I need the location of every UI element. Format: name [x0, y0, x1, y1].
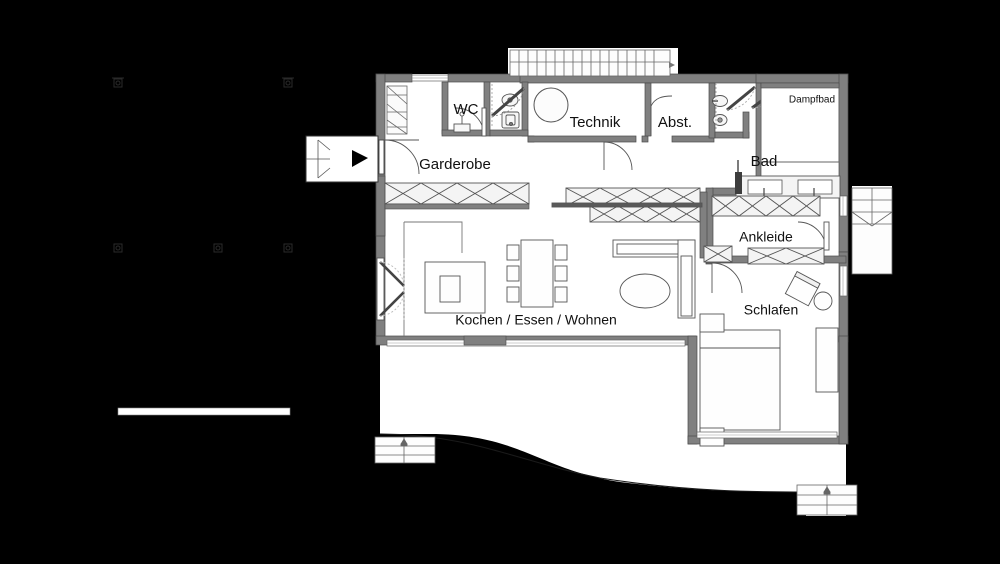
stairs-exterior-bottom-left [374, 436, 436, 464]
room-labels: Garderobe WC Technik Abst. Dampfbad Bad … [419, 95, 835, 328]
living-french-doors[interactable] [376, 257, 405, 321]
room-label-dampfbad: Dampfbad [789, 95, 835, 106]
wc-door[interactable] [455, 107, 487, 137]
stairs-exterior-bottom-right [796, 484, 858, 516]
technik-door[interactable] [603, 141, 633, 171]
technik-equipment [533, 87, 569, 123]
entry-arrow-icon [352, 150, 368, 167]
bath-lobby-fixtures [712, 83, 728, 130]
room-garderobe [384, 85, 530, 210]
registration-marks [112, 77, 294, 253]
room-label-wc: WC [454, 101, 479, 118]
windows [386, 74, 848, 439]
ankleide-door[interactable] [797, 221, 830, 251]
schlafen-furniture [699, 270, 839, 447]
room-label-schlafen: Schlafen [744, 302, 798, 318]
bad-vanity [735, 160, 841, 199]
living-area-furniture [403, 187, 703, 336]
stairs-main [509, 49, 675, 77]
ankleide-wardrobe [703, 195, 825, 265]
room-label-bad: Bad [751, 153, 778, 170]
abst-door[interactable] [650, 95, 673, 136]
room-label-abst: Abst. [658, 114, 692, 131]
schlafen-door[interactable] [711, 262, 743, 294]
room-label-garderobe: Garderobe [419, 156, 491, 173]
entrance[interactable] [305, 135, 420, 183]
scale-bar [117, 407, 291, 416]
room-label-technik: Technik [570, 114, 621, 131]
wc-fixtures [453, 111, 471, 133]
stairs-exterior-right [851, 187, 893, 275]
powder-room-fixtures [491, 84, 525, 129]
dampfbad-enclosure [760, 82, 840, 163]
room-label-kochen-essen-wohnen: Kochen / Essen / Wohnen [455, 312, 617, 328]
room-label-ankleide: Ankleide [739, 229, 793, 245]
